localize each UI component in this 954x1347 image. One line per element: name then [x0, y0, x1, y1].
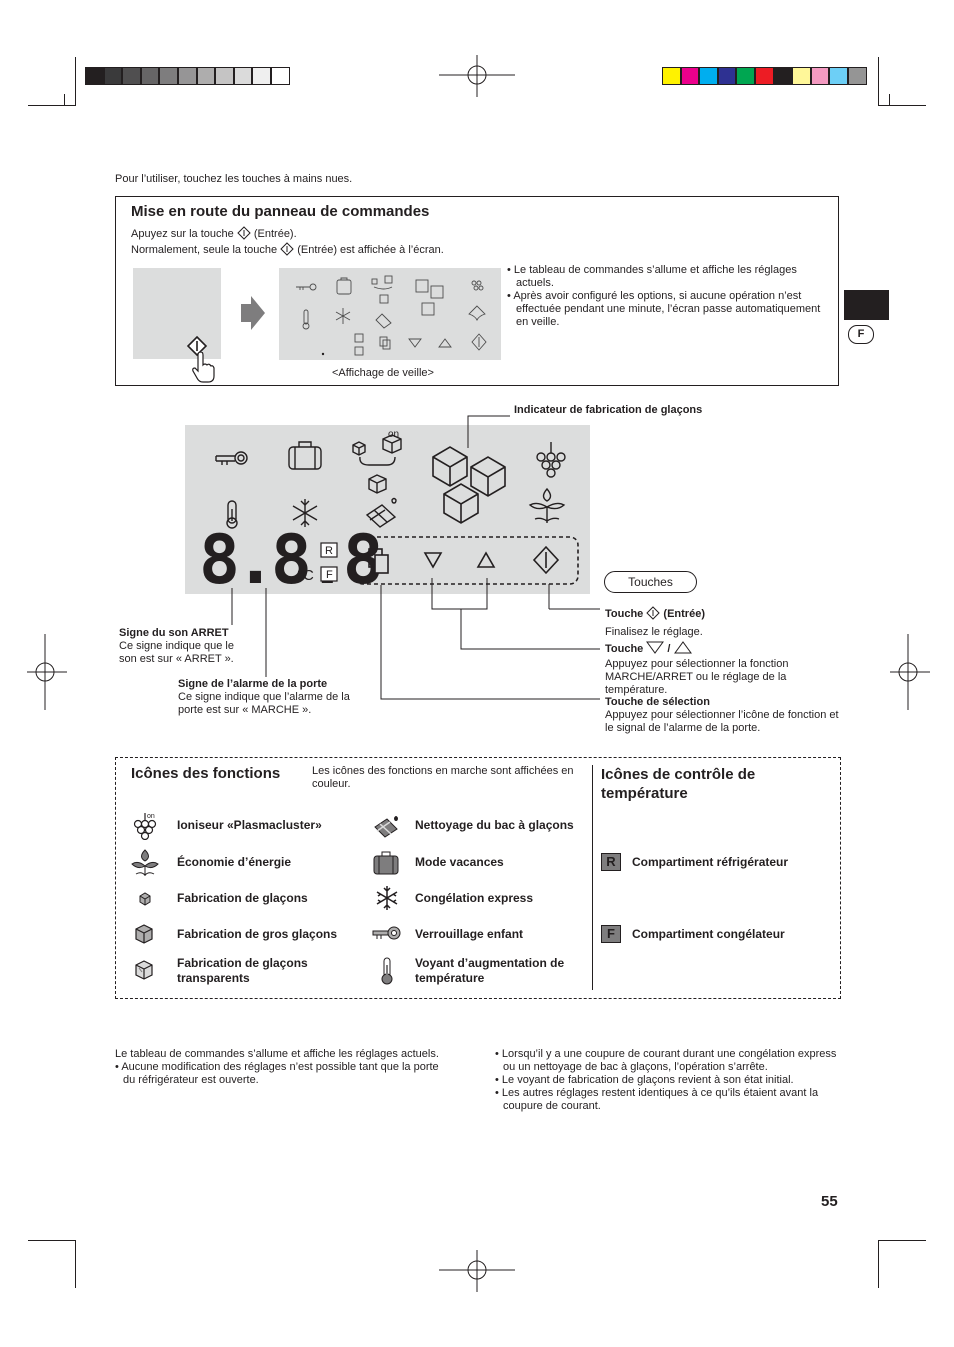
temperature-title: Icônes de contrôle de température: [601, 765, 821, 803]
bullet-item: • Le voyant de fabrication de glaçons re…: [495, 1074, 840, 1087]
function-label: Ioniseur «Plasmacluster»: [177, 818, 322, 833]
function-label: Congélation express: [415, 891, 533, 906]
notes-right: • Lorsqu’il y a une coupure de courant d…: [495, 1048, 840, 1113]
thermometer-icon: [379, 956, 395, 986]
down-arrow-icon: [646, 641, 664, 654]
function-label: Verrouillage enfant: [415, 927, 523, 942]
functions-note: Les icônes des fonctions en marche sont …: [312, 765, 588, 791]
temperature-label: Compartiment congélateur: [632, 927, 785, 942]
clear-cube-icon: [133, 959, 155, 981]
page-number: 55: [821, 1193, 838, 1210]
leaf-icon: [130, 848, 160, 878]
enter-callout: Touche (Entrée) Finalisez le réglage.: [605, 606, 840, 639]
function-label: Voyant d’augmentation de température: [415, 956, 590, 986]
ion-icon: on: [131, 810, 159, 840]
touches-label: Touches: [604, 571, 697, 593]
f-badge: F: [601, 925, 621, 943]
svg-text:on: on: [147, 813, 155, 820]
r-badge: R: [601, 853, 621, 871]
select-callout: Touche de sélection Appuyez pour sélecti…: [605, 696, 840, 735]
notes-left: Le tableau de commandes s’allume et affi…: [115, 1048, 450, 1087]
bullet-item: • Les autres réglages restent identiques…: [495, 1087, 840, 1113]
temperature-label: Compartiment réfrigérateur: [632, 855, 788, 870]
function-label: Fabrication de gros glaçons: [177, 927, 337, 942]
divider: [592, 765, 593, 990]
suitcase-icon: [372, 850, 400, 876]
snowflake-icon: [374, 885, 400, 911]
enter-icon: [646, 606, 660, 620]
big-cube-icon: [133, 923, 155, 945]
function-label: Fabrication de glaçons transparents: [177, 956, 352, 986]
bullet-item: • Lorsqu’il y a une coupure de courant d…: [495, 1048, 840, 1074]
updown-callout: Touche / Appuyez pour sélectionner la fo…: [605, 641, 840, 697]
up-arrow-icon: [674, 641, 692, 654]
functions-title: Icônes des fonctions: [131, 765, 280, 783]
door-alarm-callout: Signe de l’alarme de la porte Ce signe i…: [178, 678, 373, 717]
function-label: Économie d’énergie: [177, 855, 291, 870]
ice-indicator-label: Indicateur de fabrication de glaçons: [514, 404, 702, 417]
function-label: Mode vacances: [415, 855, 504, 870]
tray-clean-icon: [372, 813, 400, 839]
crosshair-bottom-icon: [437, 1250, 517, 1295]
sound-off-callout: Signe du son ARRET Ce signe indique que …: [119, 627, 254, 666]
key-icon: [371, 925, 403, 943]
function-label: Nettoyage du bac à glaçons: [415, 818, 574, 833]
function-label: Fabrication de glaçons: [177, 891, 308, 906]
small-cube-icon: [137, 891, 153, 907]
